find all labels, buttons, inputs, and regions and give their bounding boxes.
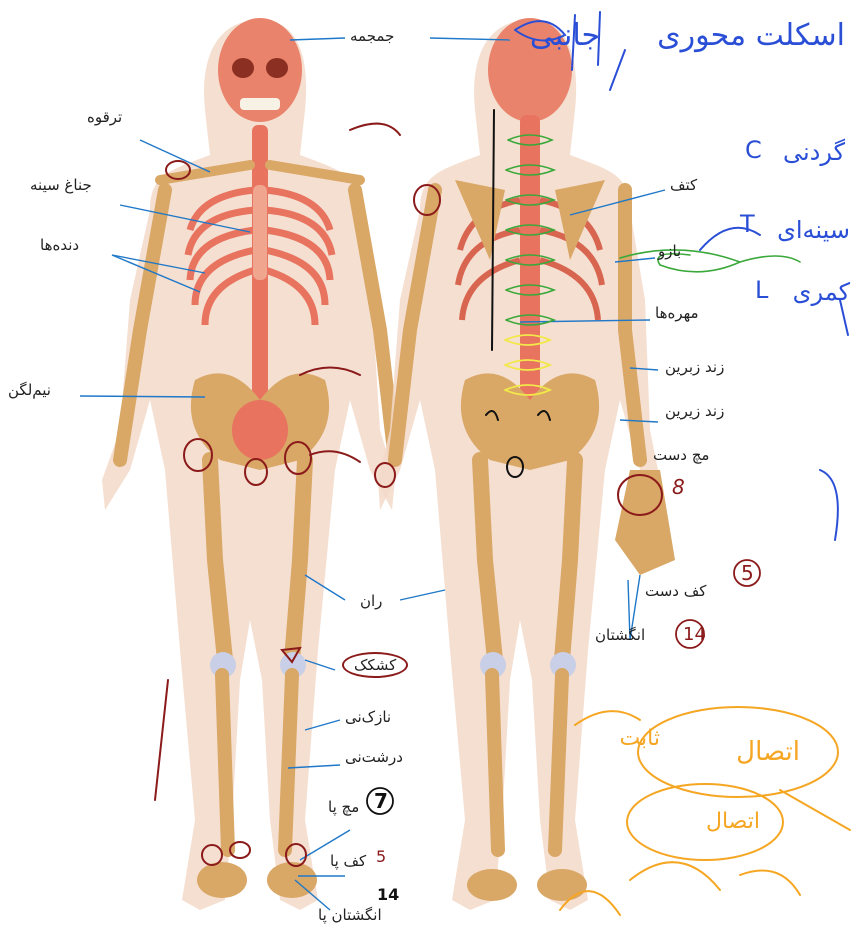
label-fingers: انگشتان [595,626,645,644]
back-right-hand [615,470,675,575]
label-fibula: نازک‌نی [345,708,391,726]
front-sacrum [232,400,288,460]
label-patella: کشکک [342,652,408,678]
front-left-foot [197,862,247,898]
label-tibia: درشت‌نی [345,748,403,766]
back-right-foot [537,869,587,901]
note-lumbar: کمری [793,278,851,306]
label-humerus: بازو [658,242,681,260]
note-count-toes: 14 [377,885,399,904]
front-sternum [253,185,267,280]
front-left-eye-socket [232,58,254,78]
label-femur: ران [360,592,382,610]
note-thoracic-letter: T [739,210,755,238]
note-thoracic: سینه‌ای [777,216,850,244]
back-right-shin [555,675,562,850]
note-cervical: گردنی [783,138,846,166]
label-vertebrae: مهره‌ها [655,304,699,322]
note-count-wrist: 8 [672,475,685,499]
note-count-sole: 5 [376,847,386,866]
label-toes: انگشتان پا [318,906,382,924]
note-lumbar-letter: L [755,276,769,304]
label-hip-bone: نیم‌لگن [8,381,51,399]
label-sole: کف پا [330,852,366,870]
label-ankle: مچ پا [328,798,359,816]
note-cervical-letter: C [745,136,762,164]
label-wrist: مچ دست [653,446,709,464]
note-count-palm: 5 [741,561,754,585]
note-joint-2: اتصال [706,809,760,834]
label-clavicle: ترقوه [87,108,122,126]
back-left-foot [467,869,517,901]
label-scapula: کتف [670,176,697,194]
front-right-eye-socket [266,58,288,78]
note-count-ankle: 7 [374,789,388,813]
label-ribs: دنده‌ها [40,236,79,254]
back-skeleton-figure [378,18,675,910]
note-axial: اسکلت محوری [657,18,845,53]
label-radius: زند زیرین [665,402,724,420]
back-left-shin [492,675,498,850]
note-fixed: ثابت [619,726,660,751]
note-joint-1: اتصال [736,737,800,767]
note-appendicular: جانبی [530,18,600,53]
front-right-shin [285,675,292,850]
front-left-shin [222,675,228,850]
label-ulna: زند زبرین [665,358,724,376]
front-teeth [240,98,280,110]
label-palm: کف دست [645,582,706,600]
label-skull: جمجمه [350,27,394,45]
label-sternum: جناغ سینه [30,176,92,194]
